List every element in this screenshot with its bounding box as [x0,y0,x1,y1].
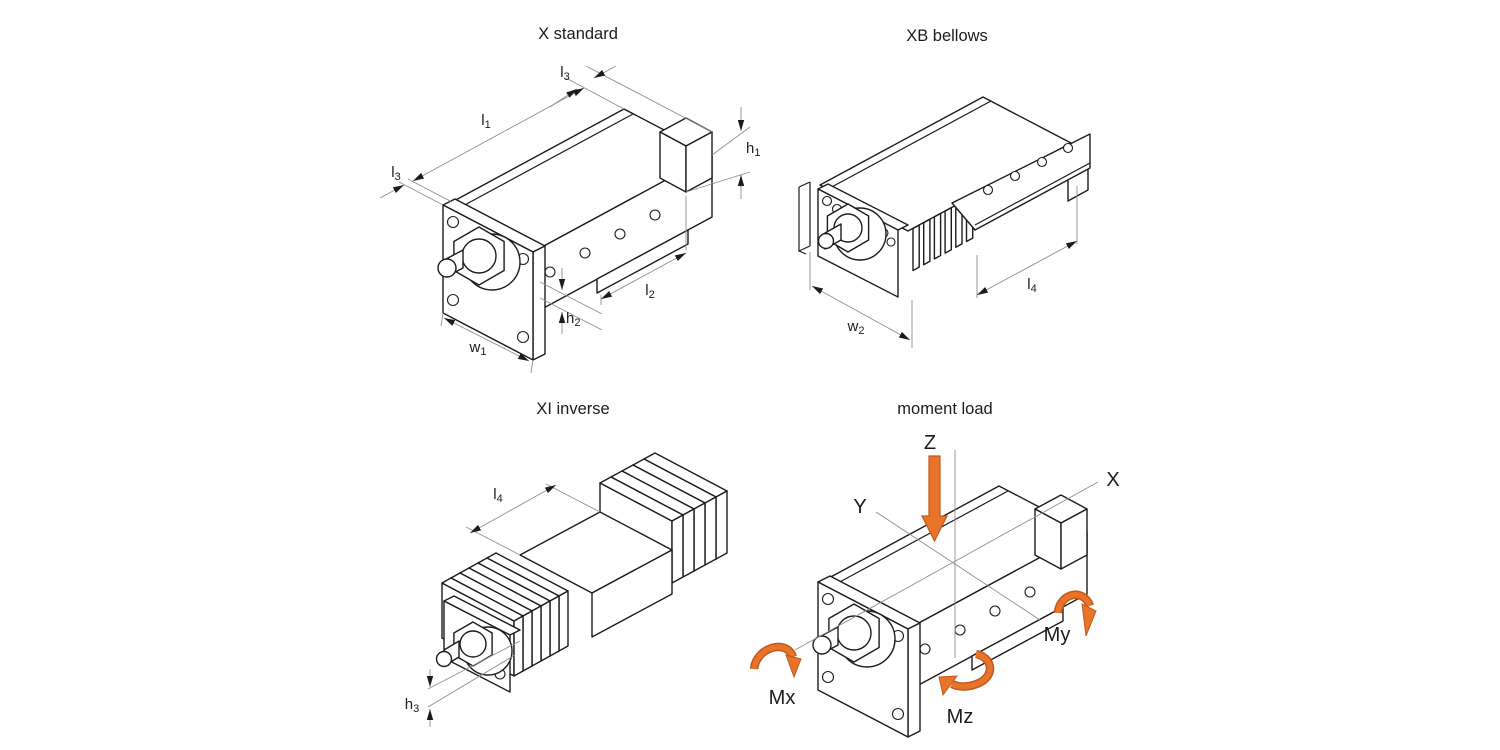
dimension-lines [379,65,751,374]
stage-drawing [435,452,728,693]
moment-label-mz: Mz [947,706,974,728]
axis-labels: Z Y X Mx My Mz [769,432,1120,728]
my-moment-arrow [1053,590,1097,637]
dim-label-h1: h1 [746,140,760,159]
dim-label-l3-top: l3 [560,64,569,83]
moment-arrows [749,455,1097,697]
dim-label-h3: h3 [405,696,419,715]
dim-label-l3-left: l3 [391,164,400,183]
panel-title: XB bellows [906,27,988,45]
x-axis-line [794,481,1099,651]
moment-label-my: My [1044,624,1071,646]
dim-label-l2: l2 [645,282,654,301]
axis-label-y: Y [853,496,866,518]
dimension-lines [426,483,601,727]
panel-xi-inverse: XI inverse [405,400,728,727]
panel-title: XI inverse [536,400,609,418]
mounting-bracket [798,181,811,255]
stage-drawing [798,96,1091,298]
stage-drawing [812,485,1088,738]
panel-x-standard: X standard [379,25,760,374]
dim-label-l1: l1 [481,112,490,131]
mx-moment-arrow [749,642,802,679]
panel-moment-load: moment load [749,400,1120,738]
z-force-arrow [921,455,948,543]
mz-moment-arrow [938,649,995,697]
axis-label-x: X [1106,469,1119,491]
dim-label-w2: w2 [847,318,865,337]
dimension-labels: l3 l1 l3 h1 h2 l2 w1 [391,64,760,358]
dimension-labels: w2 l4 [847,276,1037,337]
y-axis-line [875,511,1041,621]
dim-label-l4: l4 [1027,276,1036,295]
panel-xb-bellows: XB bellows [798,27,1091,348]
coordinate-axes [794,450,1099,658]
moment-label-mx: Mx [769,687,796,709]
panel-title: X standard [538,25,618,43]
dim-label-l4: l4 [493,486,502,505]
dimension-lines [809,186,1078,348]
dimension-labels: l4 h3 [405,486,503,715]
dim-label-h2: h2 [566,310,580,329]
axis-label-z: Z [924,432,936,454]
dim-label-w1: w1 [469,339,487,358]
panel-title: moment load [897,400,992,418]
